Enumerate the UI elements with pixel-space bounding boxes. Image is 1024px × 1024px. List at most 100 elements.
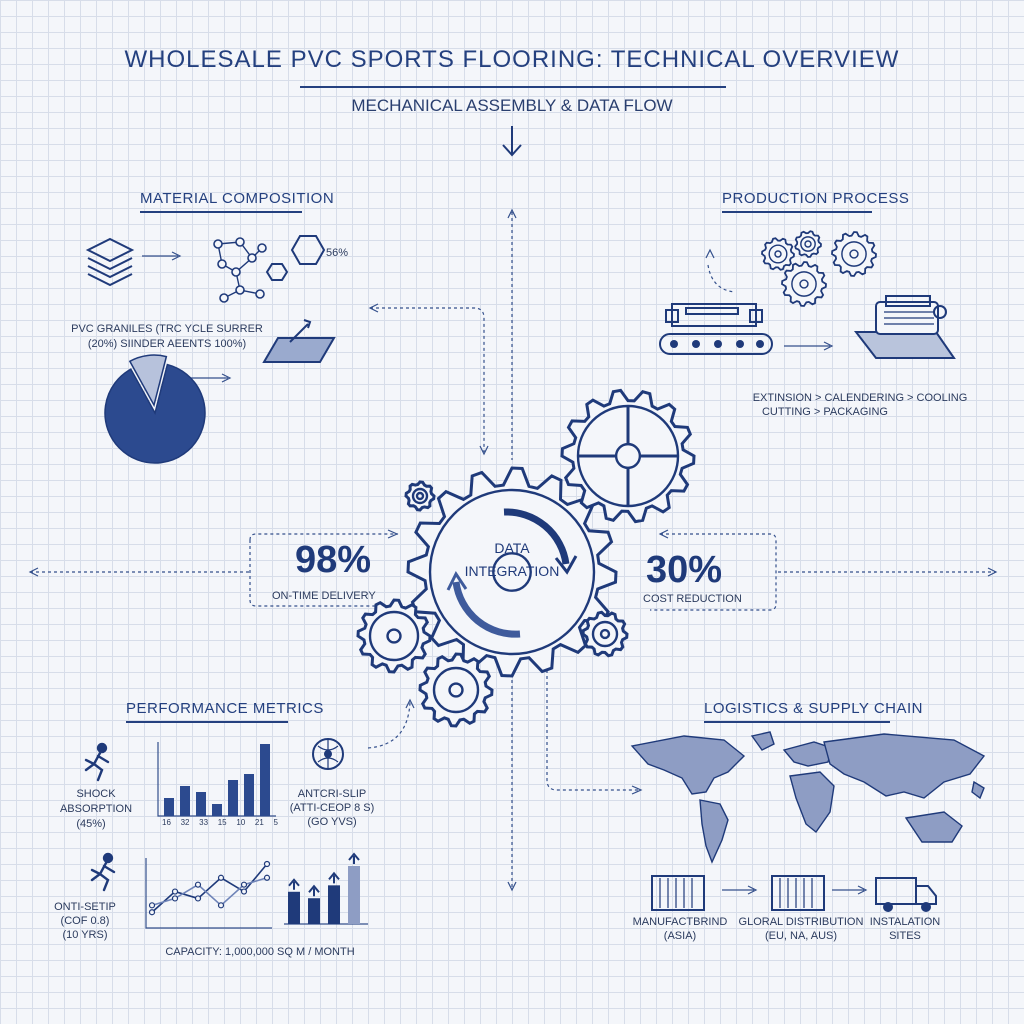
center-label-2: INTEGRATION	[464, 563, 560, 579]
kpi-on-time-label: ON-TIME DELIVERY	[272, 590, 376, 602]
bar-tick: 10	[236, 818, 246, 827]
onti-label-2: (COF 0.8)	[60, 915, 110, 927]
gear-icon	[761, 237, 795, 271]
runner-icon	[84, 742, 110, 782]
line-point	[148, 902, 156, 909]
bar-tick: 5	[273, 818, 278, 827]
gear-icon	[356, 598, 432, 674]
slip-label-2: (ATTI-CEOP 8 S)	[289, 802, 375, 814]
growth-bar	[328, 885, 340, 924]
gear-icon	[781, 261, 827, 307]
line-point	[171, 888, 179, 895]
line-point	[194, 895, 202, 902]
bar	[196, 792, 206, 816]
kpi-on-time-value: 98%	[295, 539, 372, 581]
line-point	[217, 902, 225, 909]
arrow-right-icon	[722, 885, 758, 895]
gears-cluster-icon	[761, 230, 877, 307]
up-arrow-icon	[348, 852, 360, 864]
gear-icon	[406, 466, 618, 678]
kpi-cost-value: 30%	[646, 549, 723, 591]
production-steps-2: CUTTING > PACKAGING	[761, 406, 888, 418]
page-subtitle: MECHANICAL ASSEMBLY & DATA FLOW	[351, 96, 673, 115]
gear-icon	[560, 388, 696, 524]
node-installation-1: INSTALATION	[869, 916, 941, 928]
material-text-2: (20%) SIINDER AEENTS 100%)	[87, 338, 247, 350]
shock-label-3: (45%)	[76, 818, 106, 830]
bar-tick: 15	[217, 818, 227, 827]
production-heading-rule	[722, 211, 872, 213]
line-point	[217, 874, 225, 881]
material-percent: 56%	[325, 247, 349, 259]
bar	[228, 780, 238, 816]
node-manufacturing-2: (ASIA)	[663, 930, 697, 942]
line-point	[240, 888, 248, 895]
up-arrow-icon	[328, 871, 340, 884]
line-point	[263, 860, 271, 868]
arrow-right-icon-2	[832, 885, 868, 895]
onti-label-3: (10 YRS)	[62, 929, 108, 941]
line-series	[151, 877, 268, 907]
truck-icon	[875, 877, 937, 912]
pie-slice	[104, 363, 206, 464]
pie-slice	[128, 354, 168, 408]
world-map-icon	[630, 731, 986, 864]
line-series	[151, 863, 268, 913]
gear-icon	[581, 610, 629, 658]
bar	[244, 774, 254, 816]
kpi-cost-label: COST REDUCTION	[643, 593, 742, 605]
title-underline	[300, 86, 726, 88]
down-arrow-icon	[502, 126, 522, 157]
growth-bar	[348, 866, 360, 924]
runner-icon-2	[90, 852, 116, 892]
bar-tick: 21	[254, 818, 264, 827]
performance-heading-rule	[126, 721, 288, 723]
hexagons-icon	[265, 235, 326, 281]
bar	[260, 744, 270, 816]
material-heading: MATERIAL COMPOSITION	[140, 190, 335, 207]
molecule-icon	[213, 237, 267, 303]
capacity-label: CAPACITY: 1,000,000 SQ M / MONTH	[165, 946, 355, 958]
bar-tick: 32	[180, 818, 190, 827]
logistics-heading-rule	[704, 721, 890, 723]
flooring-sample-icon	[262, 319, 336, 363]
center-label-1: DATA	[494, 540, 530, 556]
material-heading-rule	[140, 211, 302, 213]
gear-icon	[794, 230, 822, 258]
bar-tick-labels: 16 32 33 15 10 21 5	[162, 818, 278, 827]
node-distribution-2: (EU, NA, AUS)	[764, 930, 838, 942]
node-manufacturing-1: MANUFACTBRIND	[632, 916, 728, 928]
growth-bar-chart	[284, 852, 368, 925]
line-point	[171, 895, 179, 902]
page-title: WHOLESALE PVC SPORTS FLOORING: TECHNICAL…	[124, 46, 900, 73]
bar-tick: 33	[199, 818, 209, 827]
shock-label-2: ABSORPTION	[59, 803, 133, 815]
gear-icon	[418, 652, 494, 728]
container-icon-2	[771, 875, 825, 911]
conveyor-machine-icon	[659, 303, 773, 355]
onti-label-1: ONTI-SETIP	[54, 901, 116, 913]
line-point	[240, 881, 248, 888]
growth-bar	[288, 891, 300, 924]
bar	[212, 804, 222, 816]
gear-icon	[831, 231, 877, 277]
up-arrow-icon	[308, 884, 320, 897]
performance-line-chart	[145, 858, 272, 929]
material-pie-chart	[104, 354, 206, 464]
line-point	[263, 874, 271, 881]
line-point	[148, 909, 156, 916]
performance-bar-chart	[157, 742, 276, 817]
container-icon	[651, 875, 705, 911]
line-point	[194, 881, 202, 888]
performance-heading: PERFORMANCE METRICS	[126, 700, 324, 717]
material-text-1: PVC GRANILES (TRC YCLE SURRER	[71, 323, 263, 335]
gear-icon	[404, 480, 436, 512]
up-arrow-icon	[288, 878, 300, 890]
layers-icon	[85, 237, 135, 287]
slip-label-3: (GO YVS)	[307, 816, 357, 828]
growth-bar	[308, 898, 320, 924]
sports-ball-icon	[312, 738, 344, 770]
production-heading: PRODUCTION PROCESS	[722, 190, 910, 207]
shock-label-1: SHOCK	[76, 788, 116, 800]
